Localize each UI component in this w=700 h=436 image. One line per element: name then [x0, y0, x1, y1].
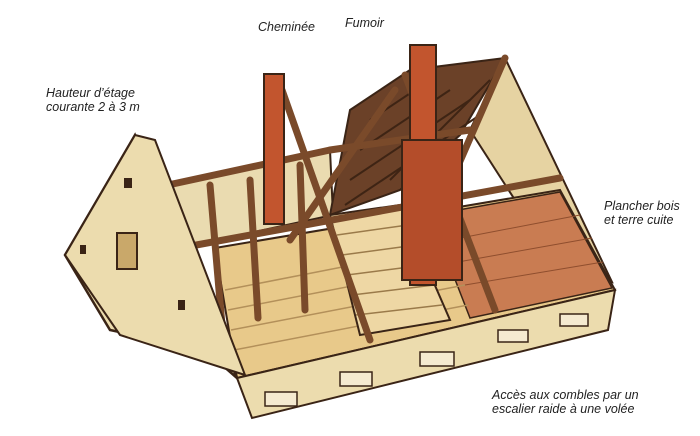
access-label-line2: escalier raide à une volée: [492, 402, 635, 416]
chimney-left: [263, 73, 285, 225]
height-label: Hauteur d’étage courante 2 à 3 m: [46, 86, 140, 114]
eave-openings: [264, 313, 589, 407]
gable-vent-bottom: [178, 300, 185, 310]
floor-tiles: [449, 214, 604, 286]
floor-label-line1: Plancher bois: [604, 199, 680, 213]
floor-label: Plancher bois et terre cuite: [604, 199, 680, 227]
terracotta-floor: [428, 191, 614, 319]
smokehouse: [401, 44, 463, 286]
floor-label-line2: et terre cuite: [604, 213, 674, 227]
access-label-line1: Accès aux combles par un: [492, 388, 639, 402]
height-label-line1: Hauteur d’étage: [46, 86, 135, 100]
chimney-label: Cheminée: [258, 20, 315, 34]
height-label-line2: courante 2 à 3 m: [46, 100, 140, 114]
smokehouse-label: Fumoir: [345, 16, 384, 30]
gable-vent-small: [124, 178, 132, 188]
access-label: Accès aux combles par un escalier raide …: [492, 388, 639, 416]
gable-vent-left: [80, 245, 86, 254]
smokehouse-body: [401, 139, 463, 281]
gable-window: [116, 232, 138, 270]
left-gable-face: [63, 133, 247, 377]
